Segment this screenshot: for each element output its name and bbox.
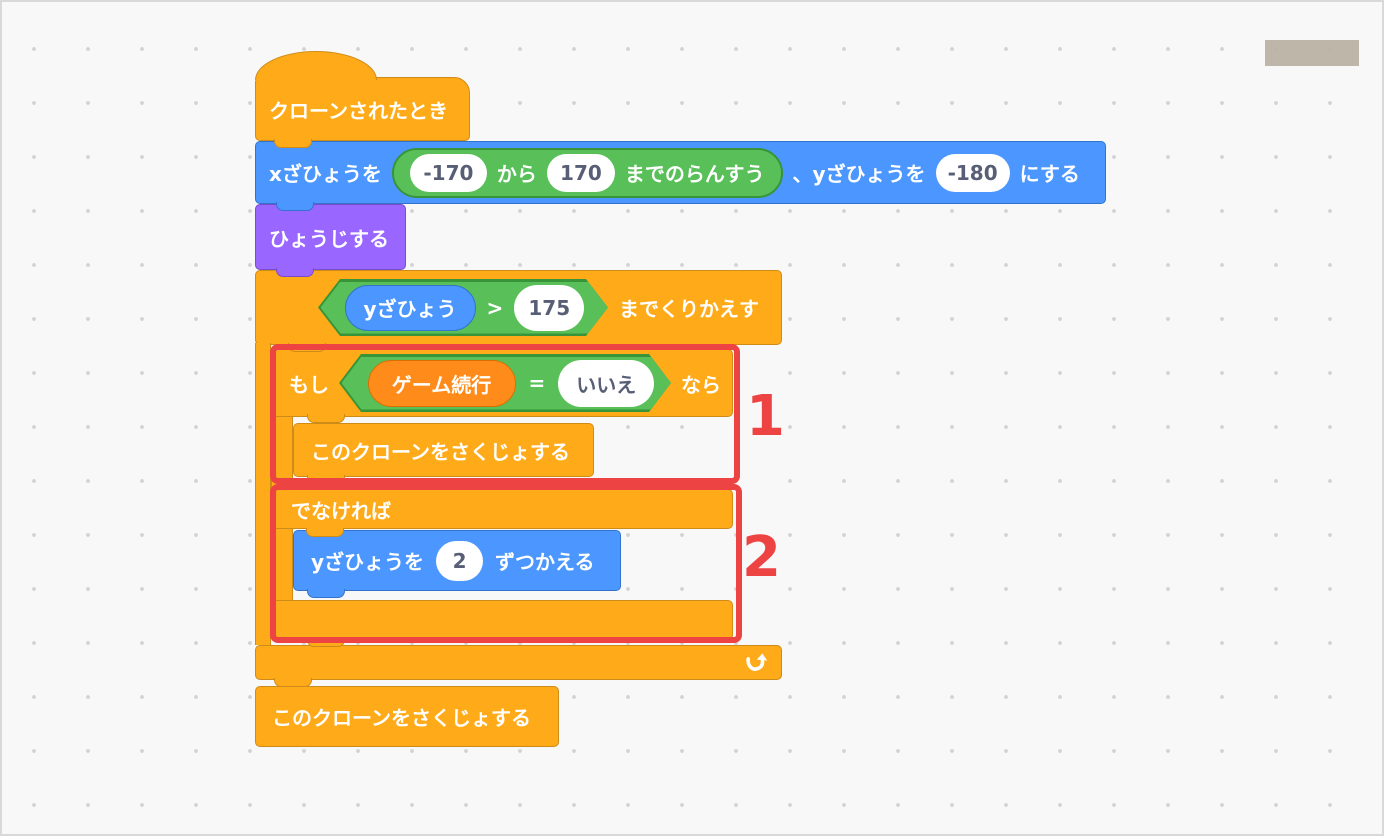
variable-y-position-reporter[interactable]: yざひょう xyxy=(345,285,476,331)
if-condition-hex[interactable]: ゲーム続行 = いいえ xyxy=(339,354,671,412)
redacted-area xyxy=(1265,40,1359,66)
when-cloned-label: クローンされたとき xyxy=(269,98,448,123)
set-y-label: 、yざひょうを xyxy=(792,162,926,186)
show-label: ひょうじする xyxy=(269,226,389,251)
if-label: もし xyxy=(289,372,329,397)
then-label: なら xyxy=(681,372,721,397)
if-else-bottom-bar[interactable] xyxy=(271,600,733,647)
if-else-arm-else[interactable] xyxy=(271,529,293,600)
change-y-tail-label: ずつかえる xyxy=(495,550,595,574)
block-bump xyxy=(307,414,345,423)
random-suffix-label: までのらんすう xyxy=(624,162,765,186)
delete-clone-final-label: このクローンをさくじょする xyxy=(272,706,531,730)
else-label: でなければ xyxy=(291,498,391,523)
equals-operator: = xyxy=(528,371,546,395)
delete-clone-inner-label: このクローンをさくじょする xyxy=(311,439,570,464)
if-condition-value-input[interactable]: いいえ xyxy=(558,360,654,407)
greater-than-operator: > xyxy=(486,295,504,320)
if-else-block[interactable]: もし ゲーム続行 = いいえ なら xyxy=(271,349,733,423)
show-block[interactable]: ひょうじする xyxy=(255,204,406,277)
set-xy-tail-label: にする xyxy=(1019,162,1080,186)
set-x-label: xざひょうを xyxy=(269,162,382,186)
random-from-input[interactable]: -170 xyxy=(409,153,487,192)
when-cloned-hat-block[interactable]: クローンされたとき xyxy=(255,51,470,148)
random-between-label: から xyxy=(496,162,537,186)
block-bump xyxy=(307,638,345,647)
change-y-value-input[interactable]: 2 xyxy=(436,540,484,581)
block-bump xyxy=(307,475,345,484)
repeat-until-bottom-bar[interactable] xyxy=(255,645,782,687)
repeat-until-arm[interactable] xyxy=(255,343,271,645)
change-y-block[interactable]: yざひょうを 2 ずつかえる xyxy=(293,530,621,598)
delete-clone-block-final[interactable]: このクローンをさくじょする xyxy=(255,686,559,747)
block-bump xyxy=(306,528,344,537)
block-bump xyxy=(307,589,345,598)
block-bump xyxy=(276,202,314,211)
block-bump xyxy=(276,268,314,277)
random-number-reporter[interactable]: -170 から 170 までのらんすう xyxy=(391,147,783,198)
loop-arrow-icon xyxy=(746,653,768,671)
block-bump xyxy=(288,343,326,352)
block-bump xyxy=(274,139,312,148)
repeat-condition-hex[interactable]: yざひょう > 175 xyxy=(318,279,608,336)
repeat-threshold-input[interactable]: 175 xyxy=(514,285,584,331)
random-to-input[interactable]: 170 xyxy=(546,153,615,192)
annotation-number-2: 2 xyxy=(742,525,781,590)
if-else-arm-then[interactable] xyxy=(271,417,293,489)
annotation-number-1: 1 xyxy=(746,384,785,449)
repeat-until-block[interactable]: yざひょう > 175 までくりかえす xyxy=(255,270,782,352)
else-bar[interactable]: でなければ xyxy=(271,489,733,537)
hat-dome xyxy=(255,51,377,80)
variable-game-continue-reporter[interactable]: ゲーム続行 xyxy=(368,360,516,407)
change-y-head-label: yざひょうを xyxy=(311,550,425,574)
set-xy-block[interactable]: xざひょうを -170 から 170 までのらんすう 、yざひょうを -180 … xyxy=(255,141,1106,211)
delete-clone-block-inner[interactable]: このクローンをさくじょする xyxy=(293,423,594,484)
set-y-input[interactable]: -180 xyxy=(935,153,1010,192)
repeat-until-label: までくりかえす xyxy=(619,297,759,321)
block-bump xyxy=(274,678,312,687)
